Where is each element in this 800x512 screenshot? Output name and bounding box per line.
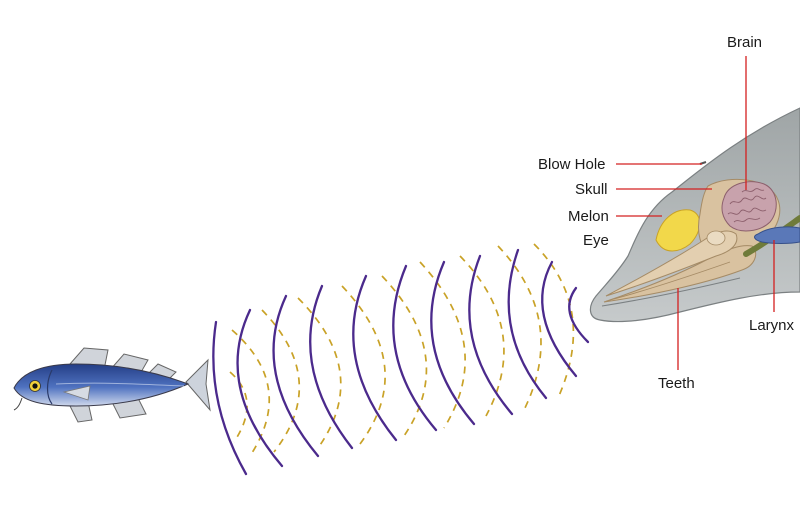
echo-waves — [229, 243, 575, 457]
outgoing-wave — [352, 274, 398, 442]
outgoing-wave — [430, 260, 476, 426]
upper-jaw-bone — [605, 230, 738, 297]
label-teeth: Teeth — [658, 375, 695, 392]
outgoing-wave — [212, 320, 248, 476]
label-brain: Brain — [727, 34, 762, 51]
brain-shape — [721, 181, 777, 232]
label-blow-hole: Blow Hole — [538, 156, 606, 173]
outgoing-wave — [236, 308, 284, 468]
echo-wave — [231, 329, 270, 457]
outgoing-wave — [392, 264, 438, 432]
echo-wave — [381, 275, 428, 437]
outgoing-wave — [468, 254, 514, 416]
echo-wave — [459, 255, 505, 417]
echo-wave — [497, 245, 542, 411]
outgoing-wave — [272, 294, 320, 458]
eye-socket — [706, 230, 726, 246]
jaw-bone — [603, 245, 757, 303]
outgoing-wave — [507, 248, 548, 400]
outgoing-wave — [309, 284, 354, 450]
outgoing-wave — [541, 260, 578, 378]
echo-wave — [297, 297, 342, 449]
outgoing-wave — [568, 286, 590, 344]
echo-wave — [261, 309, 301, 453]
outgoing-waves — [212, 248, 590, 476]
label-larynx: Larynx — [749, 317, 795, 334]
label-melon: Melon — [568, 208, 609, 225]
label-eye: Eye — [583, 232, 609, 249]
echo-wave — [533, 243, 575, 399]
dolphin-head-icon — [589, 107, 800, 323]
fish-icon — [13, 347, 211, 423]
echo-wave — [341, 285, 386, 445]
pointer-lines — [616, 56, 775, 370]
larynx-shape — [754, 226, 800, 244]
echo-wave — [229, 371, 248, 443]
label-skull: Skull — [575, 181, 608, 198]
